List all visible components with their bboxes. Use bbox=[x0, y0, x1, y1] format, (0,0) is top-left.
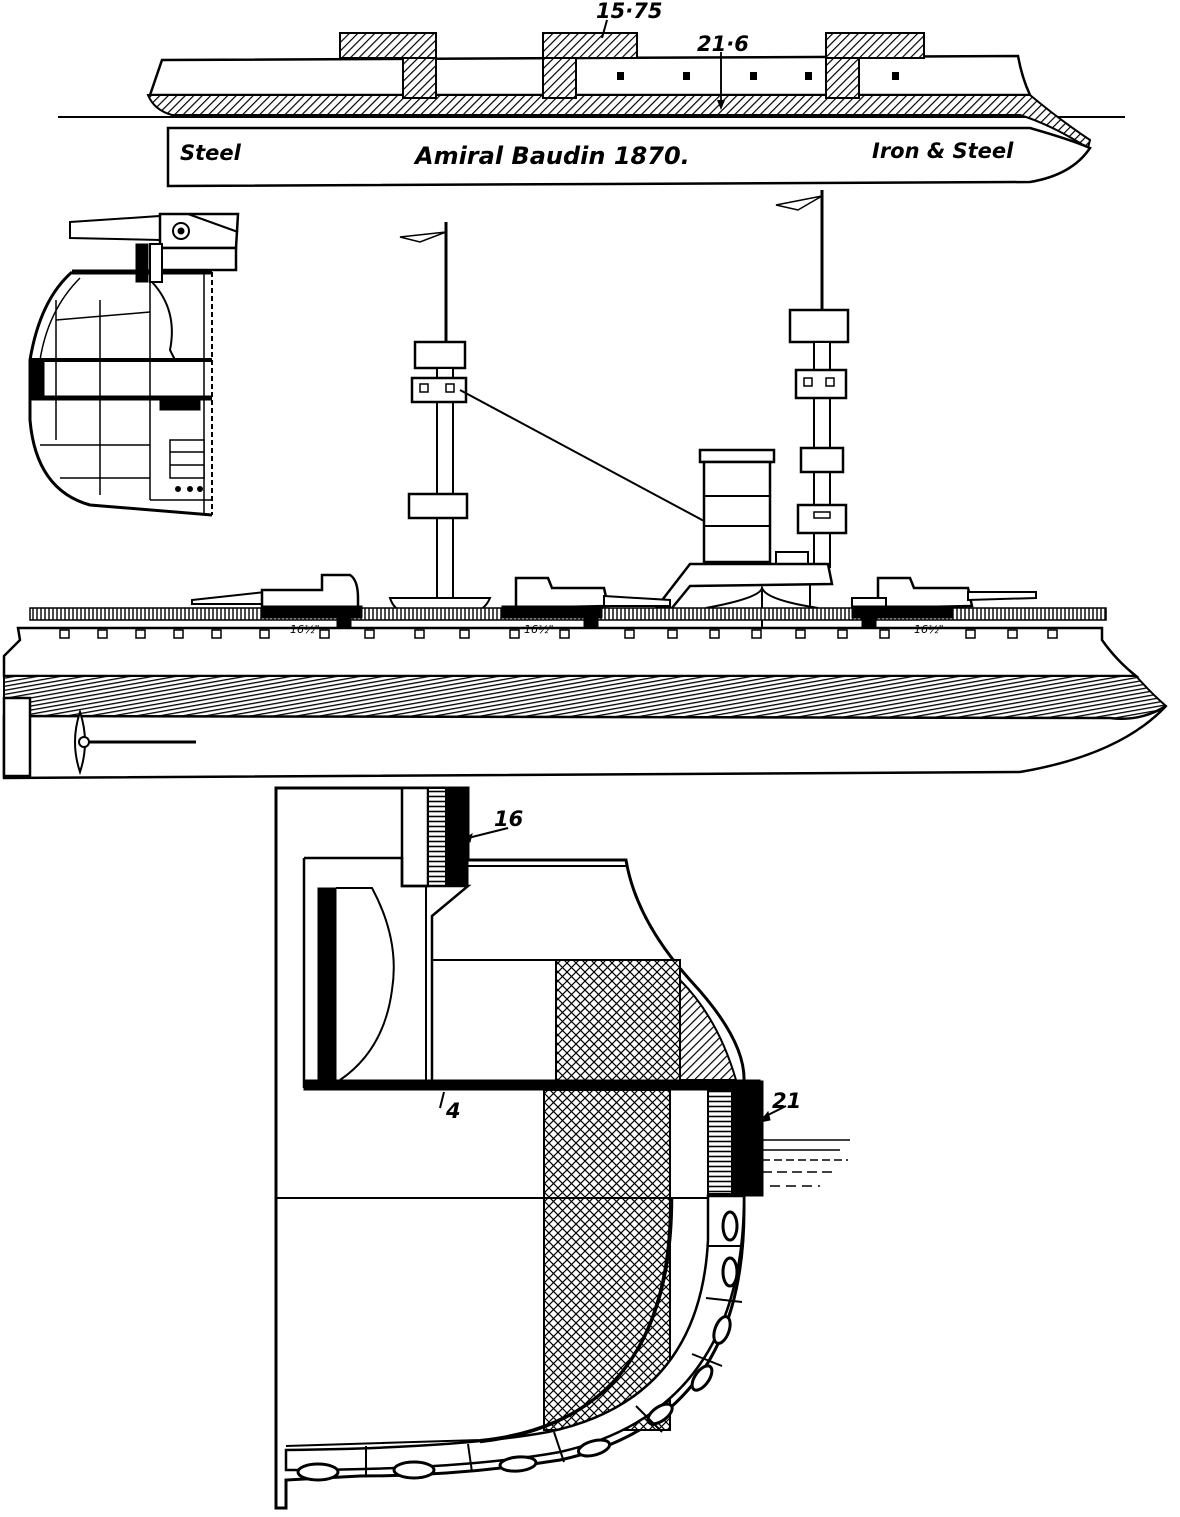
barbette-armour-fore bbox=[851, 605, 953, 619]
coal-bunker-upper bbox=[555, 959, 681, 1083]
belt-backing bbox=[707, 1089, 733, 1195]
scuttles bbox=[59, 629, 1058, 639]
hull-armour-belt bbox=[3, 675, 1168, 720]
pointer-top-thickness bbox=[601, 19, 608, 39]
barbette-mid bbox=[542, 32, 638, 99]
barbette-armour bbox=[445, 787, 469, 887]
lower-hull-outline bbox=[166, 126, 1092, 188]
barbette-armour-aft bbox=[261, 605, 363, 619]
rudder bbox=[2, 696, 32, 778]
armour-plan: 15·75 21·6 Steel Amiral Baudin 1870. Iro… bbox=[58, 0, 1125, 188]
main-mast bbox=[399, 222, 705, 619]
label-barbette-aft: 16½" bbox=[290, 623, 320, 636]
barbette-aft bbox=[339, 32, 437, 99]
label-ship-name: Amiral Baudin 1870. bbox=[413, 142, 690, 170]
label-deck-thickness: 4 bbox=[445, 1099, 461, 1123]
gun-fore bbox=[851, 576, 1037, 611]
coal-bunker-lower bbox=[543, 1089, 671, 1431]
bridge-deck bbox=[653, 562, 834, 610]
armour-belt-band bbox=[146, 94, 1092, 150]
belt-armour bbox=[731, 1081, 763, 1197]
gun-mid bbox=[514, 576, 671, 610]
inner-bulkhead bbox=[317, 887, 337, 1085]
label-material-aft: Steel bbox=[180, 141, 242, 165]
waterline-ripples bbox=[762, 1139, 850, 1187]
section-outline bbox=[274, 786, 764, 1510]
label-barbette-thickness: 16 bbox=[494, 807, 523, 831]
label-belt-thickness: 21·6 bbox=[697, 32, 749, 56]
label-belt-thickness-section: 21 bbox=[772, 1089, 801, 1113]
gun-ports bbox=[617, 72, 899, 80]
barbette-armour-mid bbox=[501, 605, 603, 619]
funnel bbox=[698, 448, 809, 565]
hull-upper bbox=[2, 626, 1140, 678]
barbette-fore bbox=[825, 32, 925, 99]
armour-section-detail: 16 4 21 bbox=[274, 786, 850, 1510]
fore-mast bbox=[775, 190, 850, 568]
label-barbette-fore: 16½" bbox=[914, 623, 944, 636]
label-material-fore: Iron & Steel bbox=[872, 139, 1014, 163]
gun-aft bbox=[191, 573, 360, 610]
lightening-holes bbox=[296, 1210, 739, 1482]
barbette-backing bbox=[427, 787, 447, 887]
armoured-deck bbox=[303, 1079, 761, 1091]
label-top-thickness: 15·75 bbox=[596, 0, 662, 23]
hull-lower bbox=[2, 704, 1167, 780]
ship-profile: 16½" 16½" 16½" bbox=[2, 190, 1168, 780]
double-bottom bbox=[284, 1194, 746, 1472]
cross-section-sketch bbox=[28, 212, 240, 517]
label-barbette-mid: 16½" bbox=[524, 623, 554, 636]
